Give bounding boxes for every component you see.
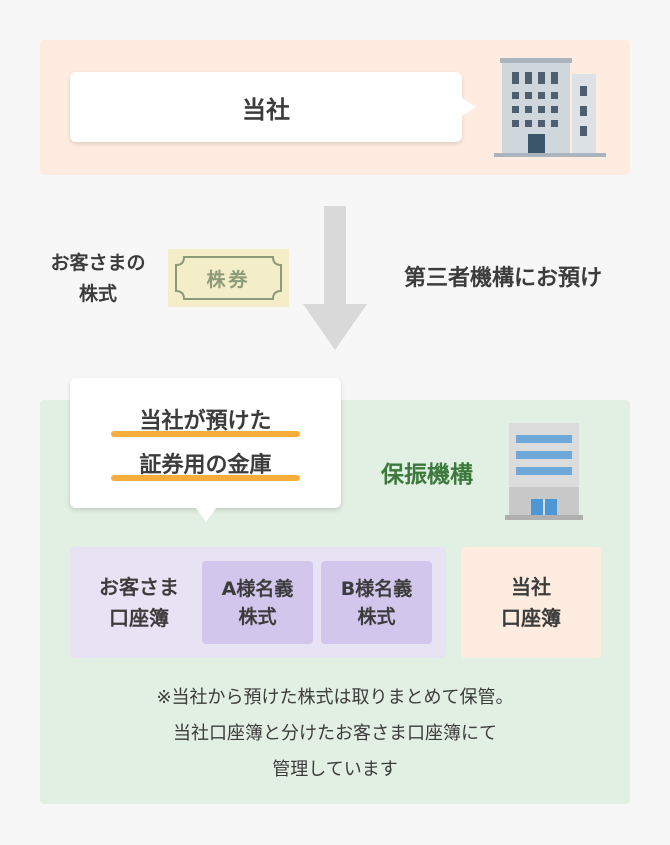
customer-ledger-label: お客さま 口座簿 [99, 575, 179, 630]
note-line-3: 管理しています [272, 759, 398, 780]
vault-title-line-1: 当社が預けた [139, 409, 272, 434]
speech-bubble-tail [462, 98, 476, 116]
note-line-2: 当社口座簿と分けたお客さま口座簿にて [173, 723, 497, 744]
deposit-label: 第三者機構にお預け [403, 266, 602, 291]
vault-callout-tail [196, 508, 216, 522]
customer-stock-label: お客さまの 株式 [50, 252, 146, 305]
vault-callout [70, 378, 341, 508]
certificate-border [175, 256, 282, 300]
note-line-1: ※当社から預けた株式は取りまとめて保管。 [156, 687, 514, 708]
vault-highlight-2 [111, 475, 300, 481]
account-a-stock: A様名義 株式 [202, 561, 313, 644]
company-ledger: 当社 口座簿 [461, 547, 601, 658]
company-building-icon [494, 58, 606, 157]
certificate-text: 株券 [206, 268, 251, 291]
custodian-building-icon [505, 423, 583, 520]
vault-title-line-2: 証券用の金庫 [139, 453, 272, 478]
custodian-name: 保振機構 [381, 462, 473, 488]
vault-highlight-1 [111, 431, 300, 437]
company-label: 当社 [70, 72, 462, 142]
stock-certificate-icon [168, 249, 289, 307]
down-arrow-head [303, 304, 367, 350]
down-arrow-icon [324, 206, 346, 306]
account-b-stock: B様名義 株式 [321, 561, 432, 644]
